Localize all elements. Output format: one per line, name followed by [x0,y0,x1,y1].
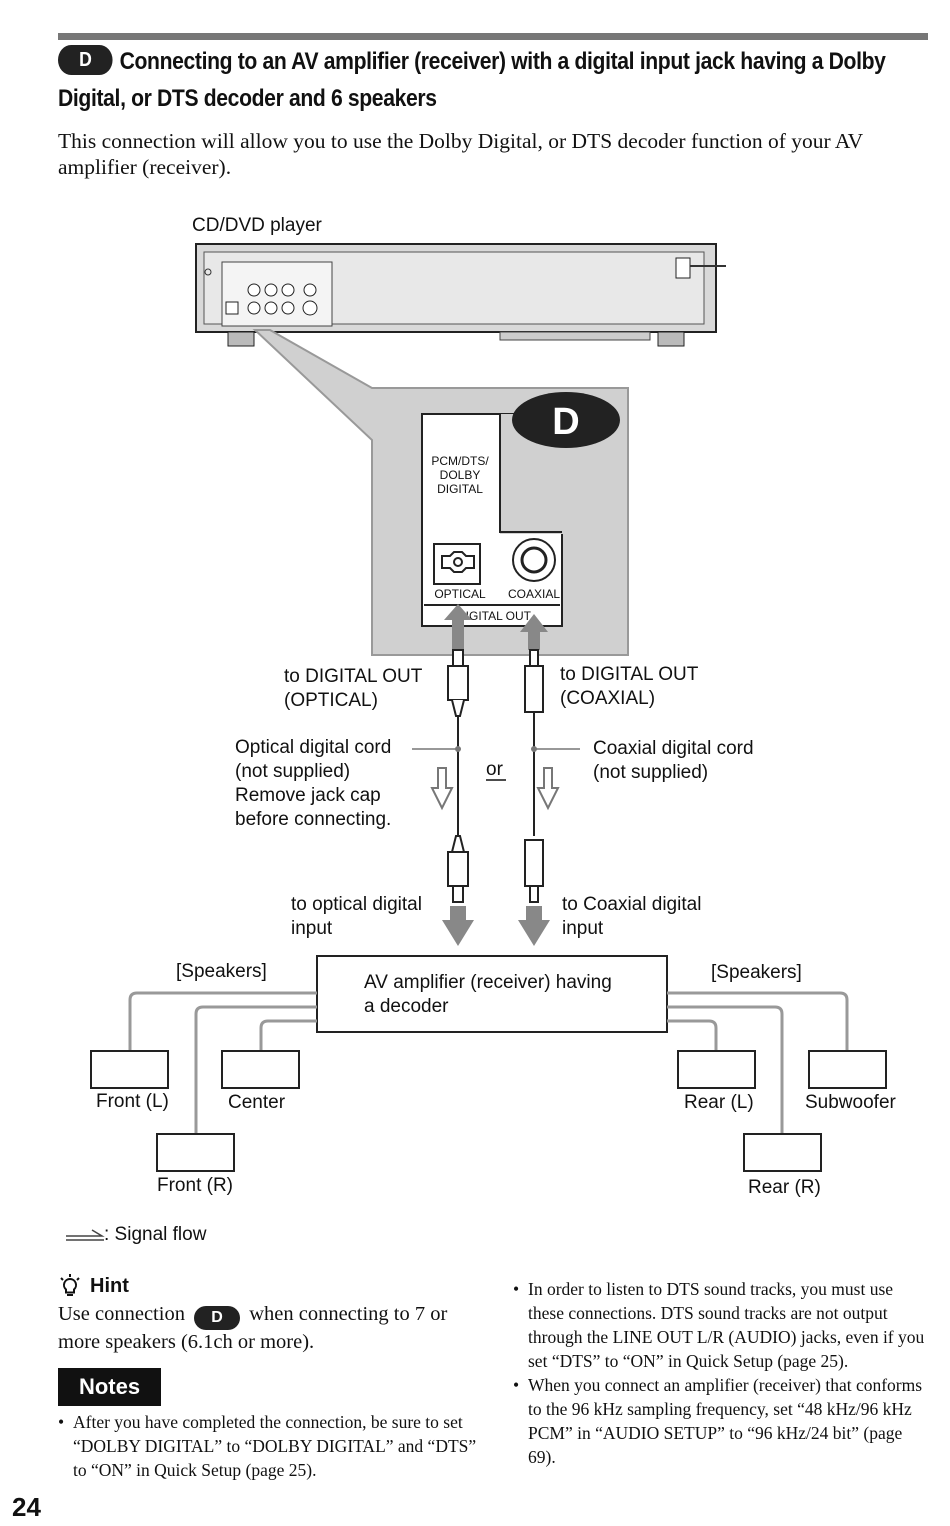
subwoofer-label: Subwoofer [805,1092,897,1113]
hint-heading: Hint [90,1274,129,1297]
optical-cord-label-4: before connecting. [235,809,391,830]
connection-diagram: CD/DVD player D PCM/DTS/ DOLBY DIGITAL [66,215,897,1245]
hint-section: Hint Use connection D when connecting to… [58,1274,488,1355]
hint-text-after: when connecting to 7 or more speakers (6… [58,1303,448,1353]
front-l-label: Front (L) [96,1091,169,1112]
signal-flow-arrow-icon [430,767,560,811]
optical-cord-icon [447,649,469,903]
optical-jack-icon [433,543,481,585]
optical-cord-label-3: Remove jack cap [235,785,381,806]
notes-right-list: In order to listen to DTS sound tracks, … [513,1277,928,1469]
zoom-badge-text: D [552,401,579,443]
rear-l-label: Rear (L) [684,1092,754,1113]
note-item: When you connect an amplifier (receiver)… [513,1373,928,1469]
coaxial-cord-label-2: (not supplied) [593,762,708,783]
optical-cord-label-1: Optical digital cord [235,737,391,758]
speaker-subwoofer-icon [808,1050,887,1089]
amplifier-box [316,955,668,1033]
front-r-label: Front (R) [157,1175,233,1196]
signal-flow-legend-icon [66,1229,105,1241]
cd-dvd-player-icon [195,243,726,347]
connection-badge: D [58,45,113,75]
optical-cord-label-2: (not supplied) [235,761,350,782]
speakers-left-label: [Speakers] [176,961,267,982]
section-title-text: Connecting to an AV amplifier (receiver)… [58,48,886,112]
player-label: CD/DVD player [192,215,323,236]
to-coaxial-label-1: to DIGITAL OUT [560,664,699,685]
hint-text-before: Use connection [58,1303,185,1325]
top-rule [58,33,928,40]
to-coaxial-label-2: (COAXIAL) [560,688,655,709]
speaker-rear-l-icon [677,1050,756,1089]
or-label: or [486,759,504,780]
coaxial-cord-icon [524,649,544,903]
speaker-wires [128,991,849,1134]
panel-label-3: DIGITAL [437,482,483,496]
digital-out-label: DIGITAL OUT [457,609,532,623]
speaker-front-r-icon [156,1133,235,1172]
optical-jack-label: OPTICAL [434,587,486,601]
notes-left-list: After you have completed the connection,… [58,1410,478,1482]
speaker-rear-r-icon [743,1133,822,1172]
page-number: 24 [12,1492,41,1522]
optical-input-label-2: input [291,918,333,939]
note-item: In order to listen to DTS sound tracks, … [513,1277,928,1373]
to-optical-label-1: to DIGITAL OUT [284,666,423,687]
note-item: After you have completed the connection,… [58,1410,478,1482]
signal-arrow-up-icon [444,604,548,650]
coaxial-jack-icon [512,538,556,582]
coaxial-input-label-2: input [562,918,604,939]
panel-label-1: PCM/DTS/ [431,454,489,468]
speaker-front-l-icon [90,1050,169,1089]
panel-label-2: DOLBY [440,468,481,482]
speakers-right-label: [Speakers] [711,962,802,983]
signal-flow-label: : Signal flow [104,1224,207,1245]
center-label: Center [228,1092,286,1113]
hint-badge: D [194,1306,241,1330]
rear-r-label: Rear (R) [748,1177,821,1198]
coaxial-jack-label: COAXIAL [508,587,560,601]
coaxial-input-label-1: to Coaxial digital [562,894,701,915]
notes-heading: Notes [58,1368,161,1406]
intro-paragraph: This connection will allow you to use th… [58,129,863,179]
amplifier-label-2: a decoder [364,996,449,1017]
zoom-badge [512,392,620,448]
to-optical-label-2: (OPTICAL) [284,690,378,711]
hint-text: Use connection D when connecting to 7 or… [58,1302,488,1355]
optical-input-label-1: to optical digital [291,894,422,915]
signal-arrow-down-icon [442,906,550,946]
coaxial-cord-label-1: Coaxial digital cord [593,738,754,759]
lightbulb-icon [60,1274,80,1296]
amplifier-label-1: AV amplifier (receiver) having [364,972,612,993]
speaker-center-icon [221,1050,300,1089]
